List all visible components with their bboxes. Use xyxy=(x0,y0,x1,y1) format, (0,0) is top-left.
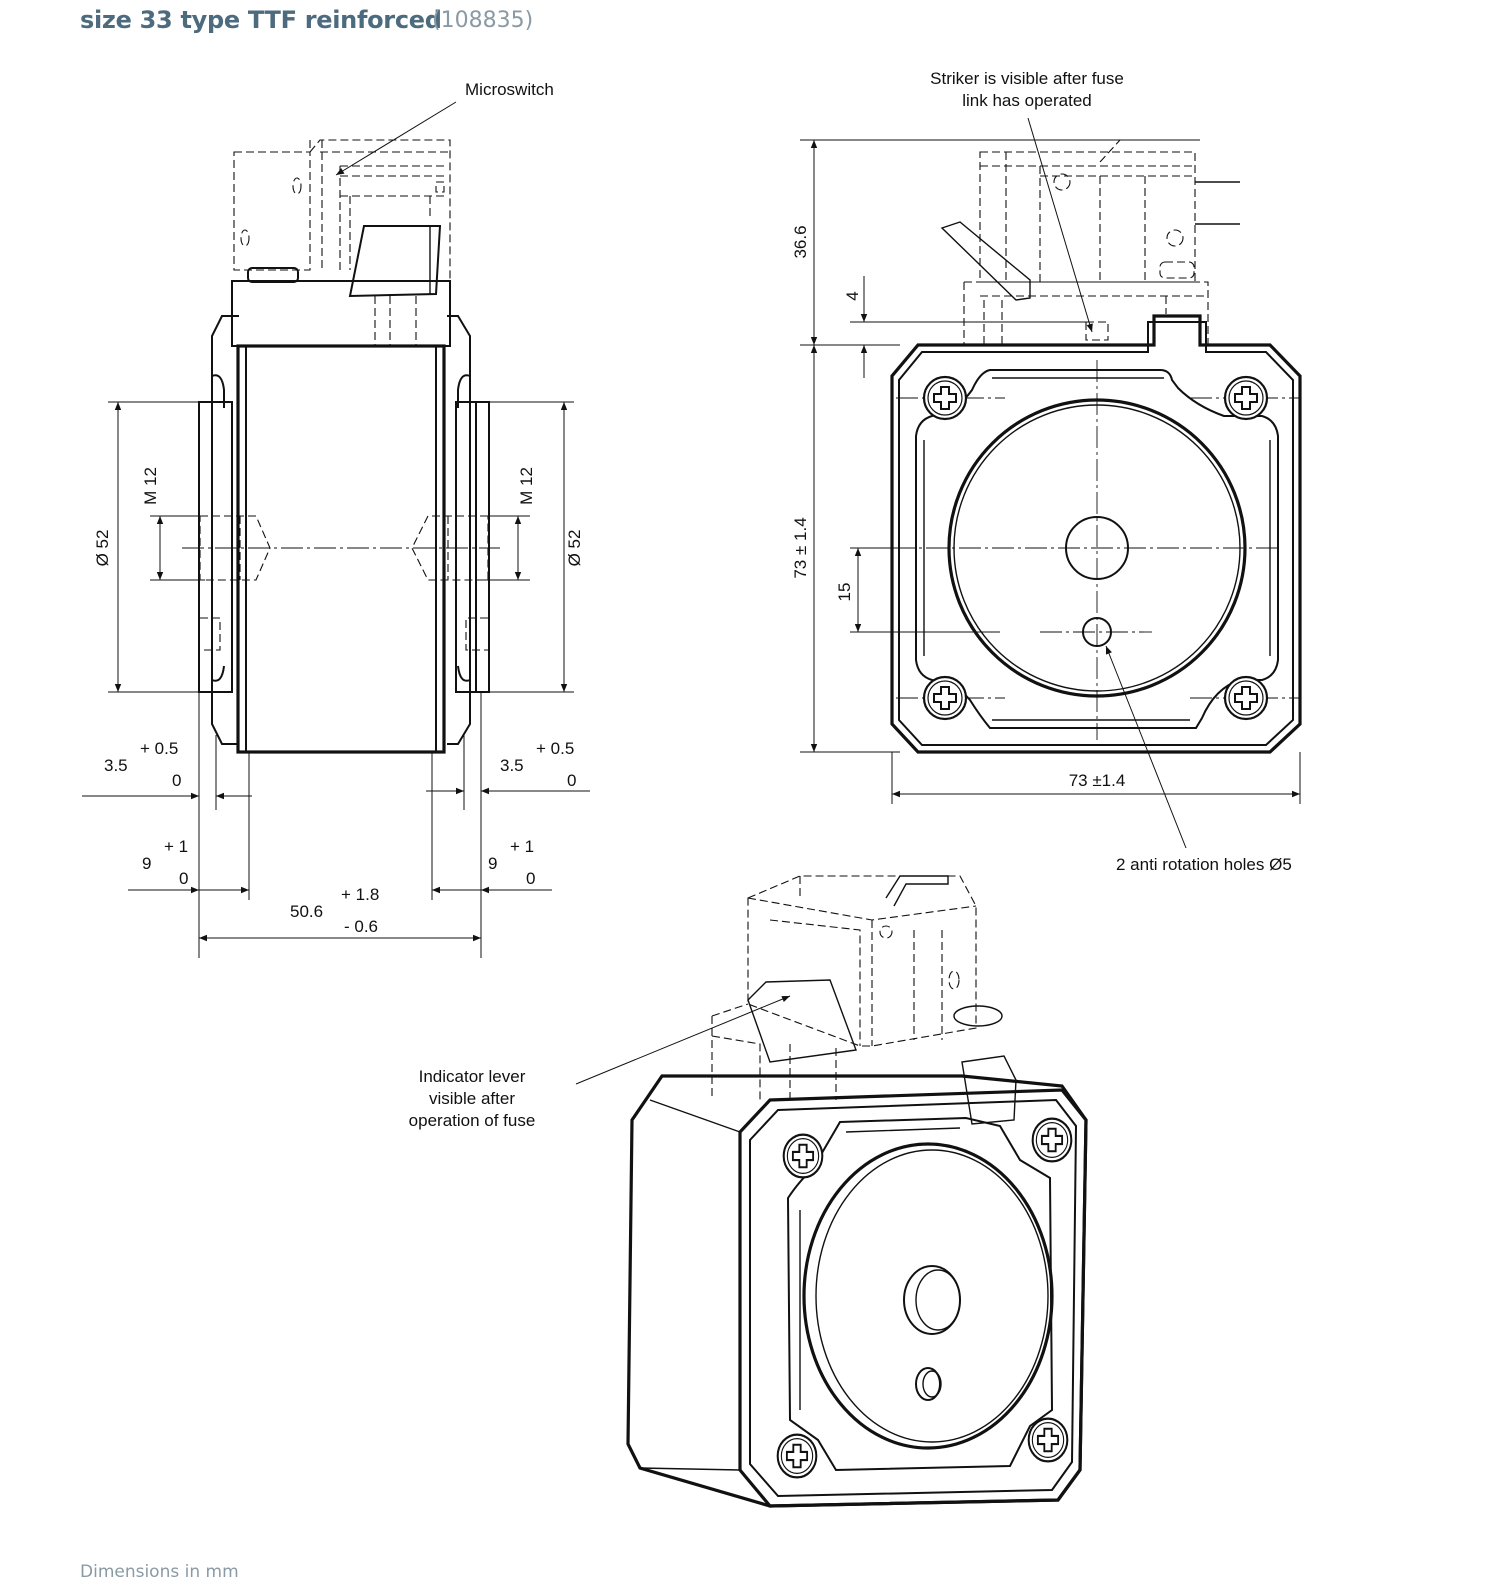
nine-right-lower: 0 xyxy=(526,869,535,888)
tol-right-lower: 0 xyxy=(567,771,576,790)
dim-height-top: 36.6 xyxy=(791,225,810,258)
side-view: Microswitch M 12 Ø 52 M 12 Ø 52 3.5 + 0.… xyxy=(82,80,590,958)
label-striker-line2: link has operated xyxy=(962,91,1091,110)
isometric-view: Indicator lever visible after operation … xyxy=(409,875,1088,1508)
front-view: Striker is visible after fuse link has o… xyxy=(791,69,1302,874)
label-m12-right: M 12 xyxy=(517,467,536,505)
dim-gap: 4 xyxy=(843,291,862,300)
tol-left-nominal: 3.5 xyxy=(104,756,128,775)
nine-right-upper: + 1 xyxy=(510,837,534,856)
label-dia52-left: Ø 52 xyxy=(93,530,112,567)
label-microswitch: Microswitch xyxy=(465,80,554,99)
units-note: Dimensions in mm xyxy=(80,1562,239,1582)
label-indicator-line3: operation of fuse xyxy=(409,1111,536,1130)
length-nominal: 50.6 xyxy=(290,902,323,921)
part-number: (108835) xyxy=(432,8,534,33)
nine-right-nominal: 9 xyxy=(488,854,497,873)
drawing-title: size 33 type TTF reinforced xyxy=(80,6,442,34)
label-striker-line1: Striker is visible after fuse xyxy=(930,69,1124,88)
tol-right-upper: + 0.5 xyxy=(536,739,574,758)
label-m12-left: M 12 xyxy=(141,467,160,505)
length-upper: + 1.8 xyxy=(341,885,379,904)
label-indicator-line1: Indicator lever xyxy=(419,1067,526,1086)
nine-left-lower: 0 xyxy=(179,869,188,888)
label-dia52-right: Ø 52 xyxy=(565,530,584,567)
label-indicator-line2: visible after xyxy=(429,1089,515,1108)
dim-offset: 15 xyxy=(835,583,854,602)
nine-left-nominal: 9 xyxy=(142,854,151,873)
nine-left-upper: + 1 xyxy=(164,837,188,856)
tol-left-lower: 0 xyxy=(172,771,181,790)
tol-left-upper: + 0.5 xyxy=(140,739,178,758)
length-lower: - 0.6 xyxy=(344,917,378,936)
dim-width-body: 73 ±1.4 xyxy=(1069,771,1126,790)
tol-right-nominal: 3.5 xyxy=(500,756,524,775)
label-anti-rotation: 2 anti rotation holes Ø5 xyxy=(1116,855,1292,874)
dim-height-body: 73 ± 1.4 xyxy=(791,517,810,578)
